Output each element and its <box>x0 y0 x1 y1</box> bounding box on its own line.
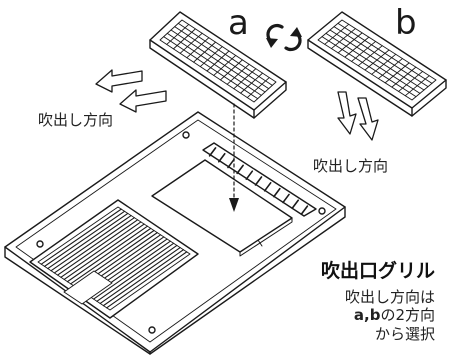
panel-body <box>4 111 346 355</box>
two-directions-text: の2方向 <box>380 306 435 325</box>
option-a: a <box>353 306 364 325</box>
description-text: 吹出し方向は a,bの2方向 から選択 <box>345 288 435 343</box>
description-line-3: から選択 <box>374 324 435 343</box>
insertion-arrow-icon <box>229 103 239 212</box>
option-b: b <box>369 306 381 325</box>
grille-a <box>149 11 287 119</box>
direction-caption-upper: 吹出し方向 <box>38 111 114 129</box>
option-separator: , <box>364 306 370 325</box>
description-line-2: a,bの2方向 <box>345 306 435 324</box>
grille-a-label: a <box>228 3 249 43</box>
outlet-grille-title: 吹出口グリル <box>320 260 435 282</box>
outlet-slot <box>202 142 317 217</box>
grille-b-label: b <box>395 3 417 43</box>
rotate-arrows-icon <box>266 23 302 52</box>
direction-caption-right: 吹出し方向 <box>313 157 389 175</box>
description-line-1: 吹出し方向は <box>344 288 435 306</box>
arrow-left-icon <box>95 69 167 113</box>
service-lid <box>151 159 293 257</box>
arrow-down-icon <box>337 91 379 141</box>
intake-grille <box>29 199 199 319</box>
grille-b <box>307 11 447 117</box>
